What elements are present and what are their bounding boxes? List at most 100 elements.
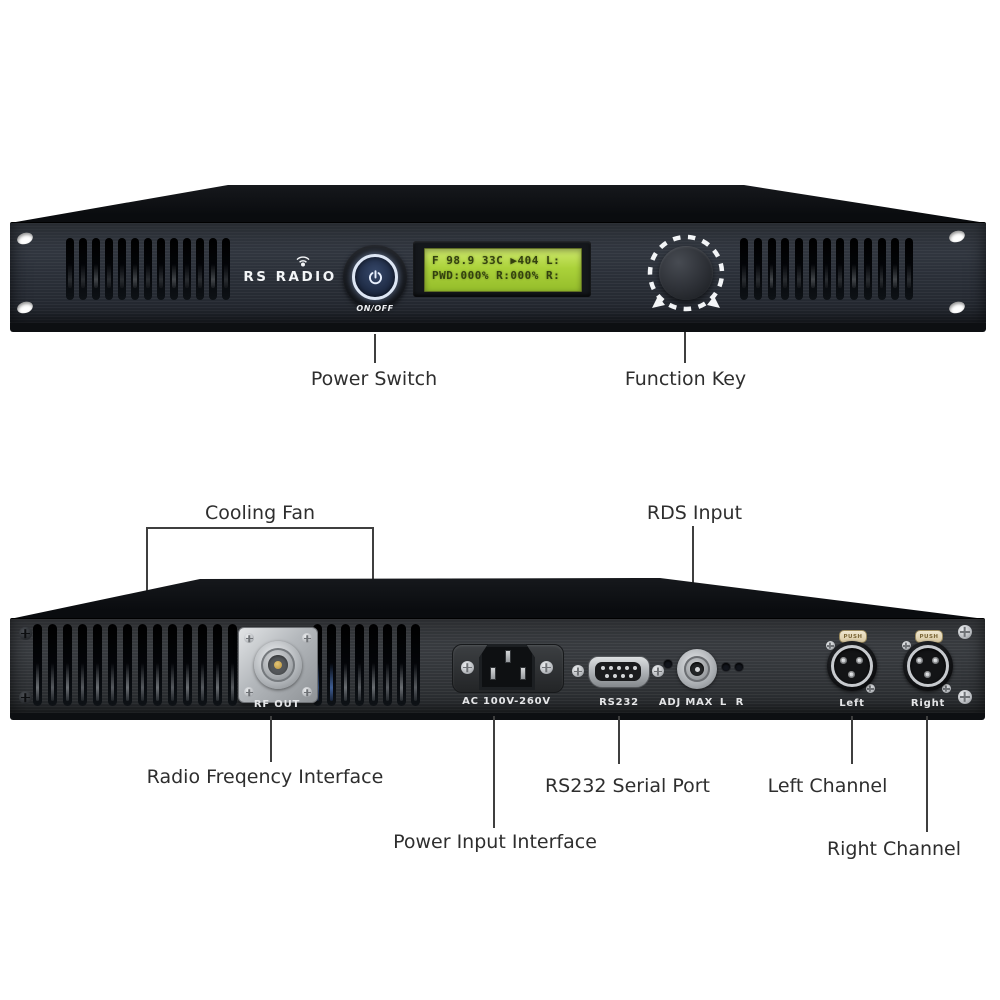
db9-jack-screw [652,665,664,677]
front-bottom-edge [10,323,986,332]
lcd-line1: F 98.9 33C ▶404 L: [432,254,561,267]
vent-slot [228,624,237,706]
vent-slot [905,238,913,300]
rear-vent-left [33,624,237,706]
panel-screw [19,691,32,704]
left-channel-pointer [851,716,853,764]
db9-recess [595,662,641,681]
function-key-label: Function Key [624,368,747,390]
inlet-pin-ground [505,650,511,663]
vent-slot [198,624,207,706]
rf-interface-pointer [270,716,272,762]
vent-slot [836,238,845,300]
vent-slot [369,624,378,706]
vent-slot [341,624,350,706]
vent-slot [63,624,72,706]
function-key-callout-line [684,332,686,363]
vent-slot [170,238,178,300]
power-switch-label: Power Switch [310,368,438,390]
brand-logo: RS RADIO [243,269,337,285]
power-inlet [479,644,535,690]
xlr-screw [902,641,911,650]
vent-slot [209,238,217,300]
rear-vent-right [313,624,420,706]
inlet-pin-live [490,667,496,680]
vent-slot [767,238,776,300]
vent-slot [138,624,147,706]
adj-max-label: ADJ MAX [658,697,714,708]
xlr-ring [831,645,873,687]
vent-slot [168,624,177,706]
rs232-port-pointer [618,716,620,764]
vent-slot [781,238,790,300]
xlr-screw [866,684,875,693]
rf-out-label: RF OUT [253,699,301,710]
flange-screw [244,687,254,697]
power-switch-callout-line [374,334,376,363]
rf-out-connector [238,627,318,703]
vent-slot [327,624,336,706]
vent-slot [93,624,102,706]
vent-slot [213,624,222,706]
adj-trimmer-hole [664,660,672,668]
rear-bottom-edge [10,713,985,720]
vent-slot [183,624,192,706]
power-input-pointer [493,716,495,828]
vent-slot [808,238,817,300]
vent-slot [196,238,204,300]
rds-input-label: RDS Input [646,502,743,524]
vent-slot [108,624,117,706]
flange-screw [302,687,312,697]
vent-slot [157,238,165,300]
vent-slot [123,624,132,706]
panel-screw [19,627,32,640]
vent-slot [753,238,762,300]
rs232-label: RS232 [599,697,639,708]
flange-screw [302,633,312,643]
vent-slot [850,238,858,300]
vent-slot [118,238,126,300]
xlr-right-connector [903,641,953,691]
xlr-ring [907,645,949,687]
vent-slot [822,238,831,300]
rear-top-surface [10,578,985,619]
ac-rating-label: AC 100V-260V [462,696,551,707]
power-button-ring [352,254,398,300]
front-vent-right [740,238,913,300]
vent-slot [891,238,900,300]
vent-slot [66,238,74,300]
vent-slot [131,238,139,300]
flange-screw [244,633,254,643]
rds-bnc-pin [694,666,700,672]
inlet-pin-neutral [520,667,526,680]
lcd-line2: PWD:000% R:000% R: [432,269,561,282]
vent-slot [79,238,87,300]
cooling-fan-bracket [146,527,374,529]
function-knob [659,246,713,300]
left-channel-label: Left Channel [767,775,888,797]
vent-slot [877,238,886,300]
panel-screw [958,625,972,639]
vent-slot [78,624,87,706]
panel-screw [958,690,972,704]
rf-center-pin [274,661,282,669]
xlr-left-connector [827,641,877,691]
led-hole-left [722,663,730,671]
vent-slot [863,238,872,300]
cooling-fan-pointer-left [146,527,148,639]
cooling-fan-label: Cooling Fan [204,502,316,524]
vent-slot [383,624,392,706]
front-top-surface [10,185,986,223]
xlr-right-label: Right [910,698,946,709]
cooling-fan-pointer-right [372,527,374,623]
inlet-screw [461,661,474,674]
power-icon [368,269,382,284]
inlet-screw [540,661,553,674]
vent-slot [795,238,803,300]
xlr-screw [942,684,951,693]
vent-slot [740,238,748,300]
rf-interface-label: Radio Freqency Interface [146,766,384,788]
vent-slot [144,238,152,300]
lcd-display: F 98.9 33C ▶404 L: PWD:000% R:000% R: [424,248,582,292]
